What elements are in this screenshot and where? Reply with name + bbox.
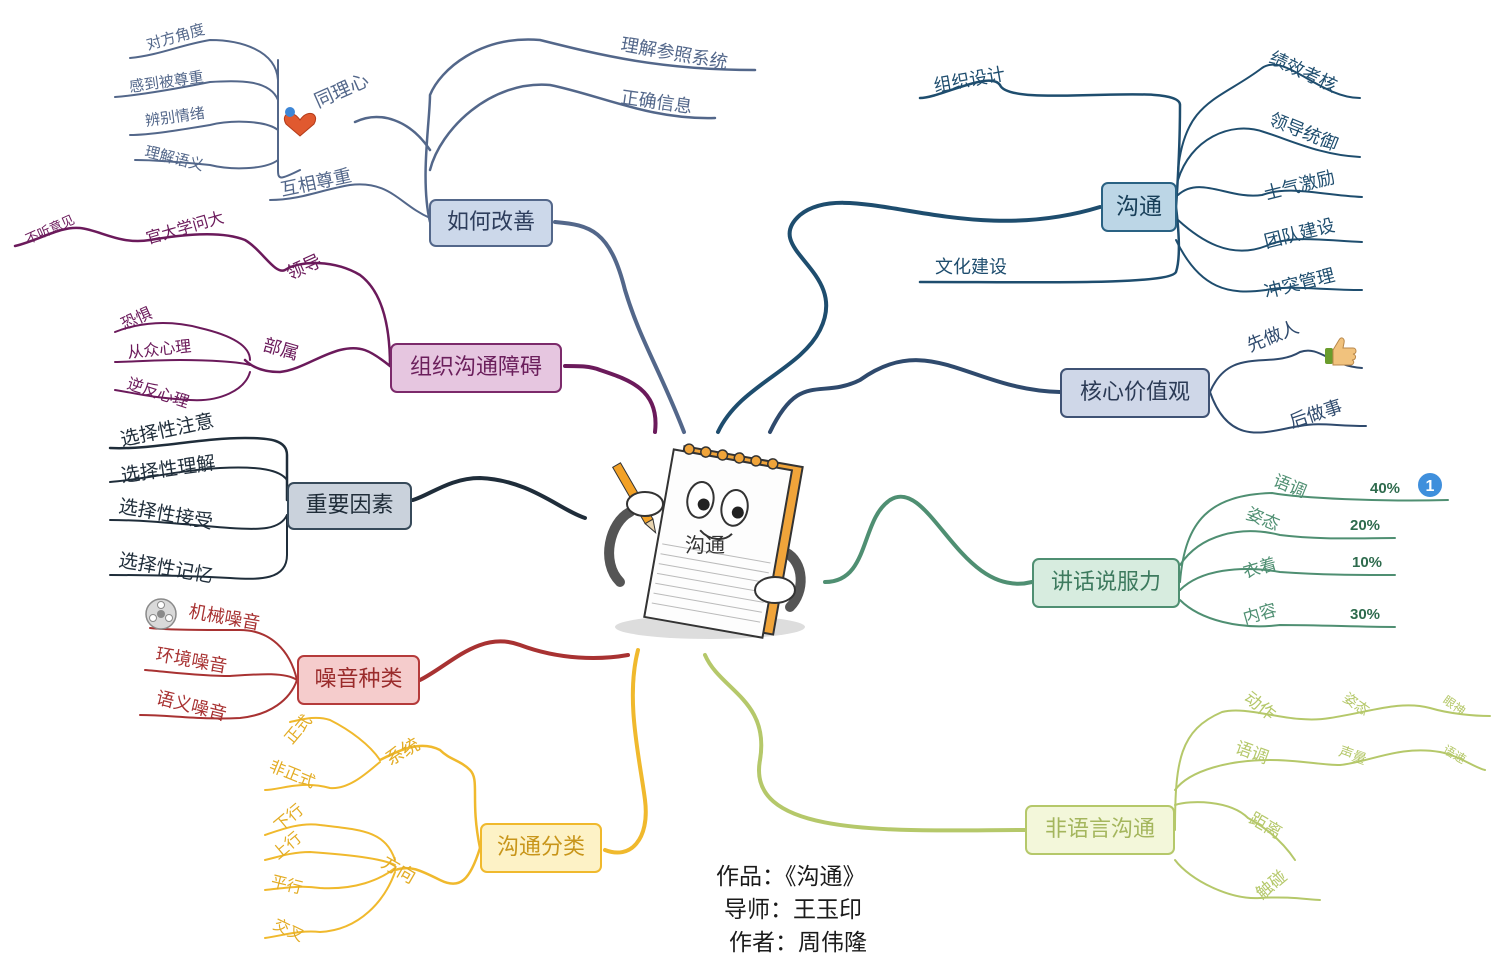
topic-zaoyin[interactable]: 噪音种类	[297, 655, 420, 705]
topic-feiyuyan[interactable]: 非语言沟通	[1025, 805, 1175, 855]
goutong-child-label: 士气激励	[1262, 167, 1337, 205]
zuzhi-child-label: 不听意见	[23, 212, 77, 248]
badge-number: 1	[1426, 478, 1435, 495]
zhongyao-branch	[108, 436, 587, 580]
zhongyao-child-label: 选择性记忆	[117, 549, 214, 587]
fenlei-child-label: 交叉	[270, 915, 307, 946]
percent-label: 30%	[1350, 606, 1380, 623]
fenlei-child-label: 正式	[281, 711, 316, 748]
ruhe-child-label: 互相尊重	[279, 165, 354, 201]
feiyuyan-child-label: 动作	[1240, 688, 1279, 725]
topic-jianghua[interactable]: 讲话说服力	[1032, 558, 1180, 608]
feiyuyan-branch	[703, 653, 1491, 901]
ruhe-child-label: 辨别情绪	[144, 104, 206, 130]
goutong-child-label: 领导统御	[1266, 109, 1341, 155]
topic-hexin[interactable]: 核心价值观	[1060, 368, 1210, 418]
zuzhi-child-label: 官大学问大	[144, 208, 226, 248]
fenlei-child-label: 系统	[382, 734, 424, 770]
zaoyin-child-label: 语义噪音	[154, 687, 229, 725]
hexin-child-label: 后做事	[1287, 396, 1345, 433]
fenlei-child-label: 平行	[269, 871, 305, 897]
credit-author: 作者：周伟隆	[729, 930, 867, 956]
topic-zuzhi[interactable]: 组织沟通障碍	[390, 343, 562, 393]
credit-mentor: 导师：王玉印	[724, 897, 862, 923]
jianghua-child-label: 语调	[1270, 471, 1309, 502]
number-one-badge-icon: 1	[1416, 471, 1444, 499]
film-reel-icon	[145, 598, 177, 630]
jianghua-child-label: 内容	[1241, 600, 1279, 629]
zuzhi-child-label: 恐惧	[118, 303, 155, 333]
percent-label: 20%	[1350, 517, 1380, 534]
feiyuyan-child-label: 语调	[1232, 738, 1271, 768]
feiyuyan-child-label: 距离	[1246, 809, 1285, 843]
ruhe-child-label: 理解参照系统	[619, 34, 729, 73]
center-topic[interactable]: 沟通	[600, 432, 815, 647]
zuzhi-child-label: 逆反心理	[125, 374, 192, 412]
goutong-child-label: 组织设计	[932, 64, 1007, 97]
topic-zhongyao[interactable]: 重要因素	[287, 482, 412, 530]
goutong-child-label: 冲突管理	[1262, 265, 1337, 303]
goutong-child-label: 绩效考核	[1266, 47, 1340, 96]
goutong-child-label: 团队建设	[1262, 215, 1337, 253]
credit-work: 作品：《沟通》	[716, 864, 866, 890]
thumbs-up-icon	[1325, 337, 1357, 366]
goutong-branch	[716, 63, 1363, 434]
topic-fenlei[interactable]: 沟通分类	[480, 823, 602, 873]
fenlei-child-label: 下行	[270, 800, 307, 835]
hexin-child-label: 先做人	[1244, 317, 1302, 357]
feiyuyan-child-label: 语速	[1441, 742, 1469, 766]
zuzhi-branch	[13, 226, 658, 434]
zuzhi-child-label: 部属	[261, 335, 301, 365]
percent-label: 10%	[1352, 554, 1382, 571]
percent-label: 40%	[1370, 480, 1400, 497]
zuzhi-child-label: 领导	[283, 251, 324, 285]
heart-icon	[284, 107, 316, 137]
goutong-child-label: 文化建设	[935, 257, 1007, 278]
topic-ruhe[interactable]: 如何改善	[429, 199, 553, 247]
ruhe-child-label: 同理心	[311, 69, 372, 112]
topic-goutong[interactable]: 沟通	[1101, 182, 1177, 232]
ruhe-child-label: 理解语义	[143, 142, 206, 174]
jianghua-child-label: 衣着	[1241, 554, 1279, 583]
jianghua-branch	[823, 492, 1449, 628]
zhongyao-child-label: 选择性接受	[117, 495, 214, 533]
notepad-mascot-icon: 沟通	[604, 443, 806, 639]
ruhe-child-label: 感到被尊重	[128, 68, 205, 96]
fenlei-child-label: 方向	[378, 852, 420, 888]
ruhe-branch	[114, 38, 757, 434]
center-label: 沟通	[685, 533, 725, 557]
zhongyao-child-label: 选择性理解	[120, 452, 217, 487]
zaoyin-branch	[139, 627, 630, 720]
zuzhi-child-label: 从众心理	[126, 336, 192, 362]
fenlei-branch	[264, 648, 648, 939]
